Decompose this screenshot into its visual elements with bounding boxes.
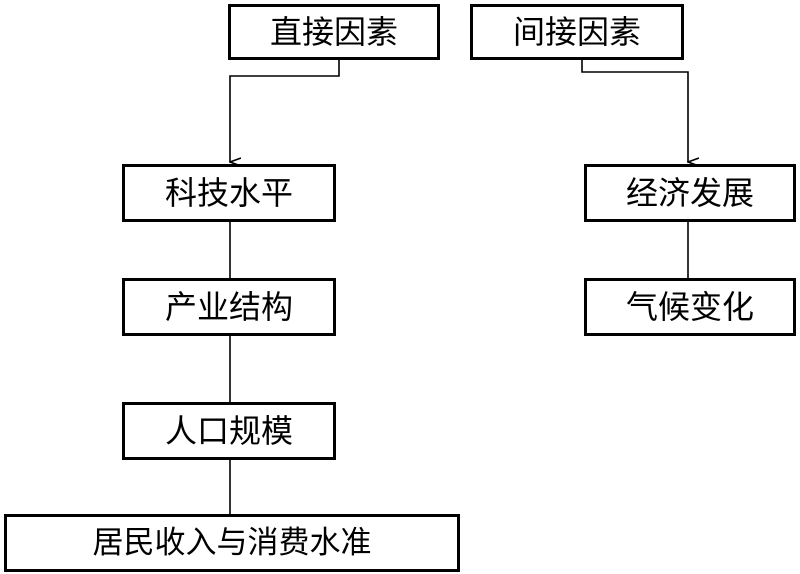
node-label: 科技水平: [164, 174, 293, 212]
node-direct-factors: 直接因素: [228, 4, 440, 60]
node-climate-change: 气候变化: [584, 278, 796, 336]
node-tech-level: 科技水平: [122, 164, 336, 222]
node-population-size: 人口规模: [122, 402, 336, 460]
node-economic-development: 经济发展: [584, 164, 796, 222]
node-label: 人口规模: [164, 412, 293, 450]
node-label: 间接因素: [512, 13, 641, 51]
node-indirect-factors: 间接因素: [470, 4, 684, 60]
node-label: 经济发展: [625, 174, 754, 212]
arrow-direct-to-tech: [230, 60, 340, 162]
arrow-indirect-to-econ: [581, 60, 688, 162]
node-industrial-structure: 产业结构: [122, 278, 336, 336]
node-label: 气候变化: [625, 288, 754, 326]
node-income-consumption: 居民收入与消费水准: [4, 514, 460, 572]
node-label: 居民收入与消费水准: [92, 524, 372, 561]
node-label: 直接因素: [269, 13, 398, 51]
node-label: 产业结构: [164, 288, 293, 326]
